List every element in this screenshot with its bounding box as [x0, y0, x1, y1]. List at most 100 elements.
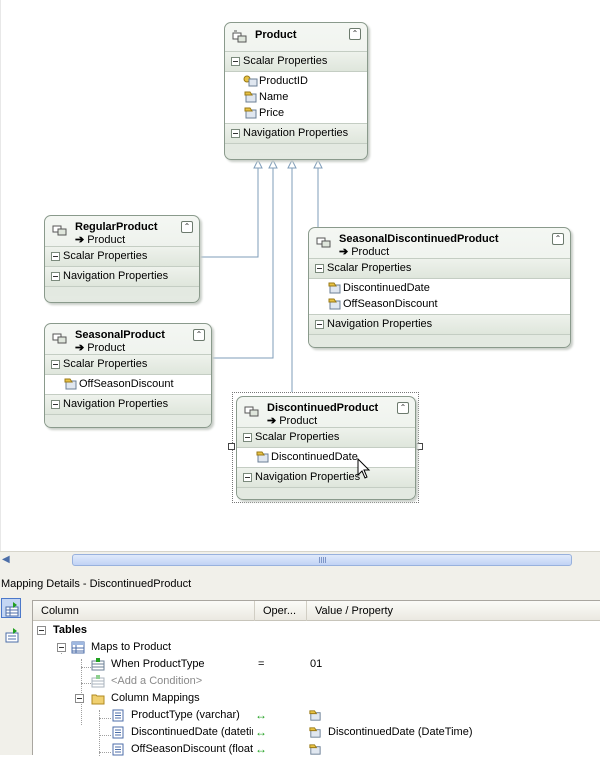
tree-row-tables[interactable]: Tables	[33, 622, 600, 639]
entity-header[interactable]: DiscontinuedProduct ➔Product ⌃	[237, 397, 415, 427]
entity-header[interactable]: RegularProduct ➔Product ⌃	[45, 216, 199, 246]
collapse-section-icon[interactable]	[231, 129, 240, 138]
designer-canvas[interactable]: Product ⌃ Scalar Properties ProductID Na…	[0, 0, 600, 551]
scalar-properties-section[interactable]: Scalar Properties	[237, 427, 415, 447]
tree-row-maps-to[interactable]: Maps to Product	[33, 639, 600, 656]
collapse-chevron-icon[interactable]: ⌃	[349, 28, 361, 40]
scalar-property-icon[interactable]	[308, 709, 322, 722]
navigation-properties-section[interactable]: Navigation Properties	[309, 314, 570, 334]
section-label: Scalar Properties	[255, 431, 340, 443]
scalar-property-icon	[256, 451, 269, 463]
grip-icon	[319, 557, 327, 563]
inherits-arrow-icon: ➔	[75, 342, 85, 354]
base-type: ➔Product	[75, 234, 126, 246]
column-icon	[112, 743, 124, 756]
entity-type-icon	[52, 225, 67, 236]
tree-row-mapping[interactable]: OffSeasonDiscount (float) ↔	[33, 741, 600, 758]
entity-name: SeasonalProduct	[75, 329, 165, 341]
scalar-properties-section[interactable]: Scalar Properties	[45, 354, 211, 374]
property-item[interactable]: OffSeasonDiscount	[309, 296, 570, 312]
grid-header: Column Oper... Value / Property	[33, 601, 600, 621]
property-item[interactable]: Price	[225, 105, 367, 121]
scroll-left-icon[interactable]: ◀	[2, 554, 10, 565]
entity-header[interactable]: SeasonalProduct ➔Product ⌃	[45, 324, 211, 354]
section-label: Navigation Properties	[63, 398, 169, 410]
tree-row-add-condition[interactable]: <Add a Condition>	[33, 673, 600, 690]
scrollbar-thumb[interactable]	[72, 554, 572, 566]
scalar-properties-section[interactable]: Scalar Properties	[45, 246, 199, 266]
tree-row-condition[interactable]: When ProductType = 01	[33, 656, 600, 673]
entity-regular-product[interactable]: RegularProduct ➔Product ⌃ Scalar Propert…	[44, 215, 200, 303]
tree-row-mapping[interactable]: DiscontinuedDate (datetime) ↔ Discontinu…	[33, 724, 600, 741]
section-label: Navigation Properties	[327, 318, 433, 330]
entity-discontinued-product[interactable]: DiscontinuedProduct ➔Product ⌃ Scalar Pr…	[236, 396, 416, 500]
map-entity-to-tables-button[interactable]	[1, 598, 21, 618]
property-item[interactable]: DiscontinuedDate	[309, 280, 570, 296]
entity-header[interactable]: SeasonalDiscontinuedProduct ➔Product ⌃	[309, 228, 570, 258]
scalar-property-icon[interactable]	[308, 726, 322, 739]
collapse-section-icon[interactable]	[51, 360, 60, 369]
property-item[interactable]: DiscontinuedDate	[237, 449, 415, 465]
collapse-chevron-icon[interactable]: ⌃	[397, 402, 409, 414]
scalar-properties-section[interactable]: Scalar Properties	[309, 258, 570, 278]
collapse-section-icon[interactable]	[315, 264, 324, 273]
mapping-grid: Column Oper... Value / Property Tables M…	[32, 600, 600, 758]
map-arrow-icon: ↔	[255, 708, 267, 722]
property-item[interactable]: ProductID	[225, 73, 367, 89]
add-condition-icon	[91, 675, 105, 688]
navigation-properties-section[interactable]: Navigation Properties	[225, 123, 367, 143]
inherits-arrow-icon: ➔	[267, 415, 277, 427]
base-type: ➔Product	[339, 246, 390, 258]
collapse-chevron-icon[interactable]: ⌃	[181, 221, 193, 233]
collapse-chevron-icon[interactable]: ⌃	[193, 329, 205, 341]
collapse-section-icon[interactable]	[231, 57, 240, 66]
collapse-section-icon[interactable]	[51, 400, 60, 409]
collapse-tree-icon[interactable]	[37, 626, 46, 635]
collapse-section-icon[interactable]	[51, 272, 60, 281]
entity-seasonal-product[interactable]: SeasonalProduct ➔Product ⌃ Scalar Proper…	[44, 323, 212, 428]
navigation-properties-section[interactable]: Navigation Properties	[237, 467, 415, 487]
collapse-chevron-icon[interactable]: ⌃	[552, 233, 564, 245]
folder-icon	[91, 694, 105, 705]
column-header-column[interactable]: Column	[41, 605, 79, 617]
resize-handle-left[interactable]	[228, 443, 235, 450]
collapse-section-icon[interactable]	[243, 433, 252, 442]
section-label: Scalar Properties	[63, 358, 148, 370]
scalar-property-icon	[328, 282, 341, 294]
entity-type-icon	[52, 333, 67, 344]
horizontal-scrollbar[interactable]: ◀	[0, 551, 600, 568]
collapse-section-icon[interactable]	[243, 473, 252, 482]
section-label: Scalar Properties	[243, 55, 328, 67]
function-mapping-icon	[5, 628, 19, 643]
base-type: ➔Product	[75, 342, 126, 354]
scalar-properties-section[interactable]: Scalar Properties	[225, 51, 367, 71]
scalar-property-icon[interactable]	[308, 743, 322, 756]
entity-header[interactable]: Product ⌃	[225, 23, 367, 51]
property-list: DiscontinuedDate OffSeasonDiscount	[309, 278, 570, 314]
column-header-value[interactable]: Value / Property	[306, 601, 600, 621]
entity-product[interactable]: Product ⌃ Scalar Properties ProductID Na…	[224, 22, 368, 160]
tree-row-column-mappings[interactable]: Column Mappings	[33, 690, 600, 707]
collapse-tree-icon[interactable]	[75, 694, 84, 703]
section-label: Scalar Properties	[327, 262, 412, 274]
navigation-properties-section[interactable]: Navigation Properties	[45, 394, 211, 414]
collapse-section-icon[interactable]	[51, 252, 60, 261]
collapse-section-icon[interactable]	[315, 320, 324, 329]
section-label: Navigation Properties	[63, 270, 169, 282]
column-icon	[112, 726, 124, 739]
property-item[interactable]: OffSeasonDiscount	[45, 376, 211, 392]
property-list: OffSeasonDiscount	[45, 374, 211, 394]
column-header-operator[interactable]: Oper...	[254, 601, 306, 621]
collapse-tree-icon[interactable]	[57, 643, 66, 652]
entity-seasonal-discontinued-product[interactable]: SeasonalDiscontinuedProduct ➔Product ⌃ S…	[308, 227, 571, 348]
entity-name: RegularProduct	[75, 221, 158, 233]
navigation-properties-section[interactable]: Navigation Properties	[45, 266, 199, 286]
property-item[interactable]: Name	[225, 89, 367, 105]
column-icon	[112, 709, 124, 722]
resize-handle-right[interactable]	[416, 443, 423, 450]
map-entity-to-functions-button[interactable]	[1, 624, 21, 644]
tree-row-mapping[interactable]: ProductType (varchar) ↔	[33, 707, 600, 724]
property-list: DiscontinuedDate	[237, 447, 415, 467]
mouse-cursor-icon	[357, 458, 371, 479]
inherits-arrow-icon: ➔	[339, 246, 349, 258]
